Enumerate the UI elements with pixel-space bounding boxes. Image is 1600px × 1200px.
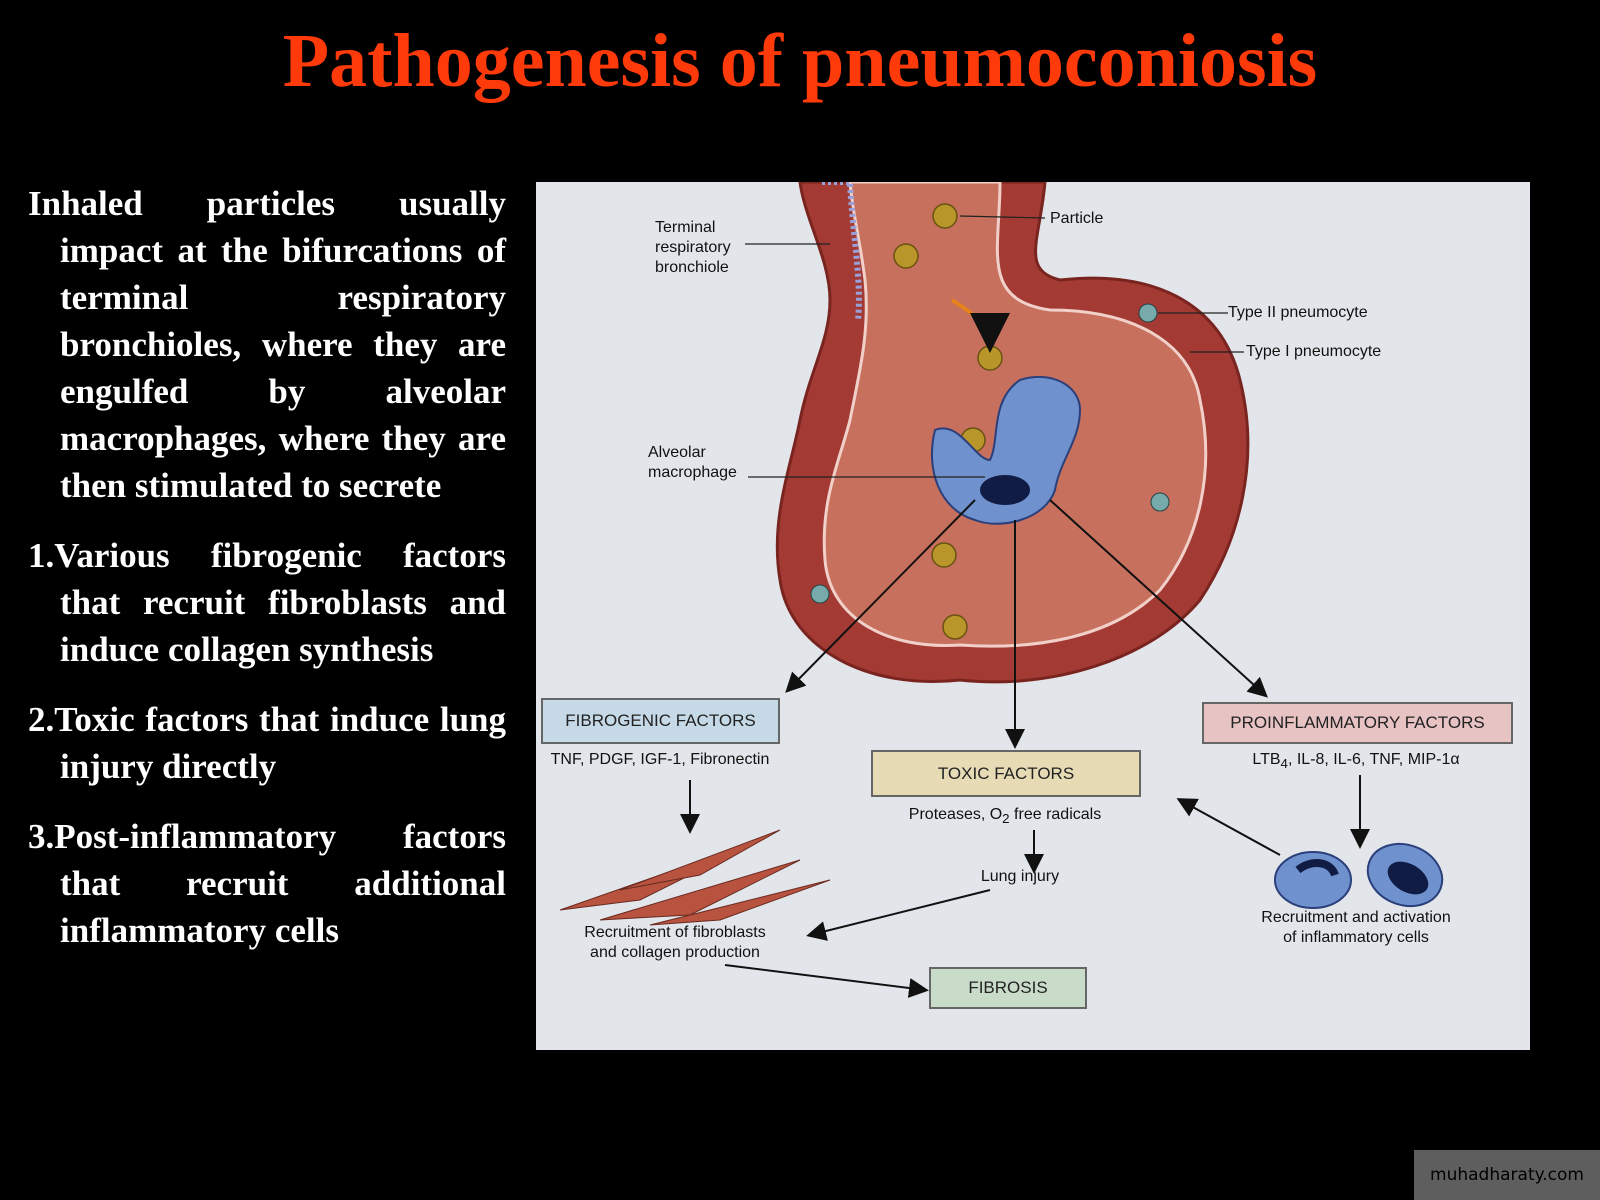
particle-path-arrow [950, 298, 1010, 353]
text: , IL-8, IL-6, TNF, MIP-1α [1287, 751, 1460, 768]
fibrogenic-mediators: TNF, PDGF, IGF-1, Fibronectin [550, 751, 770, 768]
point-2: 2.Toxic factors that induce lung injury … [28, 700, 506, 786]
macrophage-illustration [930, 375, 1082, 525]
proinflammatory-factors-box: PROINFLAMMATORY FACTORS [1202, 702, 1513, 744]
text: LTB [1252, 751, 1281, 768]
proinflammatory-mediators: LTB4, IL-8, IL-6, TNF, MIP-1α [1252, 750, 1459, 774]
label-type1-pneumocyte: Type I pneumocyte [1246, 343, 1382, 360]
lung-injury-label: Lung injury [980, 868, 1060, 885]
fibroblast-recruitment-label: Recruitment of fibroblasts and collagen … [584, 923, 765, 963]
slide-title: Pathogenesis of pneumoconiosis [282, 19, 1318, 103]
slide-body: Inhaled particles usually impact at the … [28, 180, 506, 977]
inflammatory-cells-label: Recruitment and activation of inflammato… [1261, 908, 1450, 948]
label-line: Terminal [655, 219, 716, 236]
point-1: 1.Various fibrogenic factors that recrui… [28, 536, 506, 669]
label-particle: Particle [1050, 210, 1104, 227]
label-line: of inflammatory cells [1283, 929, 1429, 946]
label-line: respiratory [655, 239, 731, 256]
label-line: Recruitment of fibroblasts [584, 924, 766, 941]
toxic-mediators: Proteases, O2 free radicals [909, 805, 1101, 829]
intro-paragraph: Inhaled particles usually impact at the … [28, 184, 506, 505]
label-type2-pneumocyte: Type II pneumocyte [1228, 304, 1368, 321]
label-line: Recruitment and activation [1261, 909, 1451, 926]
label-line: macrophage [648, 464, 737, 481]
point-3: 3.Post-inflammatory factors that recruit… [28, 817, 506, 950]
toxic-factors-box: TOXIC FACTORS [871, 750, 1141, 797]
label-line: bronchiole [655, 259, 729, 276]
fibrosis-box: FIBROSIS [929, 967, 1087, 1009]
label-line: Alveolar [648, 444, 706, 461]
label-bronchiole: Terminal respiratory bronchiole [655, 218, 731, 278]
diagram-illustration [559, 182, 1444, 998]
subscript: 4 [1280, 756, 1288, 772]
watermark: muhadharaty.com [1414, 1150, 1600, 1200]
text: free radicals [1009, 806, 1102, 823]
text: Proteases, O [908, 806, 1003, 823]
subscript: 2 [1002, 811, 1010, 827]
fibroblast-illustration [559, 829, 831, 926]
label-line: and collagen production [590, 944, 760, 961]
label-macrophage: Alveolar macrophage [648, 443, 737, 483]
fibrogenic-factors-box: FIBROGENIC FACTORS [541, 698, 780, 744]
pathogenesis-diagram: Terminal respiratory bronchiole Particle… [536, 182, 1530, 1050]
